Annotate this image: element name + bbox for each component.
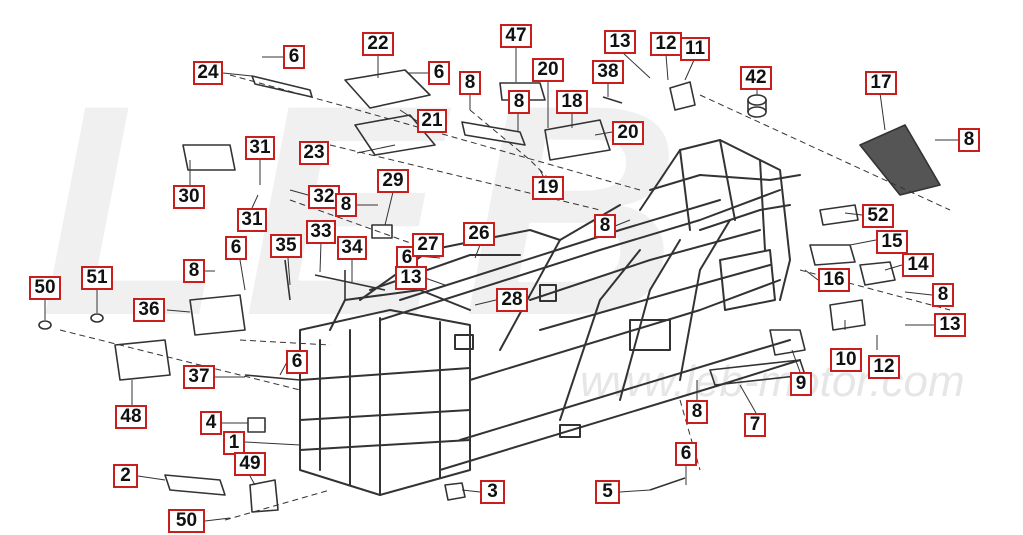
callout-37: 37 — [183, 365, 215, 389]
callout-50: 50 — [168, 509, 205, 533]
callout-6: 6 — [283, 45, 305, 69]
callout-47: 47 — [500, 24, 532, 48]
callout-8: 8 — [183, 259, 205, 283]
callout-7: 7 — [744, 413, 766, 437]
callout-6: 6 — [225, 236, 247, 260]
callout-9: 9 — [790, 372, 812, 396]
callout-11: 11 — [680, 37, 710, 61]
callout-36: 36 — [133, 298, 165, 322]
callout-6: 6 — [286, 350, 308, 374]
callout-8: 8 — [958, 128, 980, 152]
callout-8: 8 — [594, 214, 616, 238]
callout-12: 12 — [868, 355, 900, 379]
callout-13: 13 — [395, 266, 427, 290]
callout-49: 49 — [234, 452, 266, 476]
callout-3: 3 — [480, 480, 505, 504]
callout-13: 13 — [604, 30, 636, 54]
callout-8: 8 — [932, 283, 954, 307]
callout-50: 50 — [29, 276, 61, 300]
callout-51: 51 — [81, 266, 113, 290]
callout-24: 24 — [193, 61, 223, 85]
callout-18: 18 — [556, 90, 588, 114]
callout-8: 8 — [686, 400, 708, 424]
callout-4: 4 — [200, 411, 222, 435]
callout-10: 10 — [830, 348, 862, 372]
callout-6: 6 — [428, 61, 450, 85]
callout-28: 28 — [496, 288, 528, 312]
callout-14: 14 — [902, 253, 934, 277]
callout-48: 48 — [115, 405, 147, 429]
callout-22: 22 — [362, 32, 394, 56]
callout-5: 5 — [595, 480, 620, 504]
callout-17: 17 — [865, 71, 897, 95]
callout-13: 13 — [934, 313, 966, 337]
callout-8: 8 — [335, 193, 357, 217]
callout-21: 21 — [417, 109, 447, 133]
callout-16: 16 — [818, 268, 850, 292]
callout-31: 31 — [237, 208, 267, 232]
callout-6: 6 — [675, 442, 697, 466]
leader-lines — [44, 47, 958, 522]
callout-19: 19 — [532, 176, 564, 200]
callout-31: 31 — [245, 136, 275, 160]
callout-12: 12 — [650, 32, 682, 56]
callout-29: 29 — [377, 169, 409, 193]
callout-23: 23 — [299, 141, 329, 165]
callout-30: 30 — [173, 185, 205, 209]
callout-35: 35 — [270, 234, 302, 258]
callout-27: 27 — [412, 233, 444, 257]
callout-2: 2 — [113, 464, 138, 488]
callout-26: 26 — [463, 222, 495, 246]
callout-15: 15 — [876, 230, 908, 254]
callout-52: 52 — [862, 204, 894, 228]
callout-33: 33 — [306, 220, 336, 244]
callout-8: 8 — [459, 71, 481, 95]
callout-42: 42 — [740, 66, 772, 90]
callout-34: 34 — [337, 236, 367, 260]
callout-8: 8 — [508, 90, 530, 114]
callout-38: 38 — [592, 60, 624, 84]
callout-20: 20 — [532, 58, 564, 82]
callout-20: 20 — [612, 121, 644, 145]
callout-32: 32 — [308, 185, 340, 209]
loose-parts — [38, 69, 941, 513]
